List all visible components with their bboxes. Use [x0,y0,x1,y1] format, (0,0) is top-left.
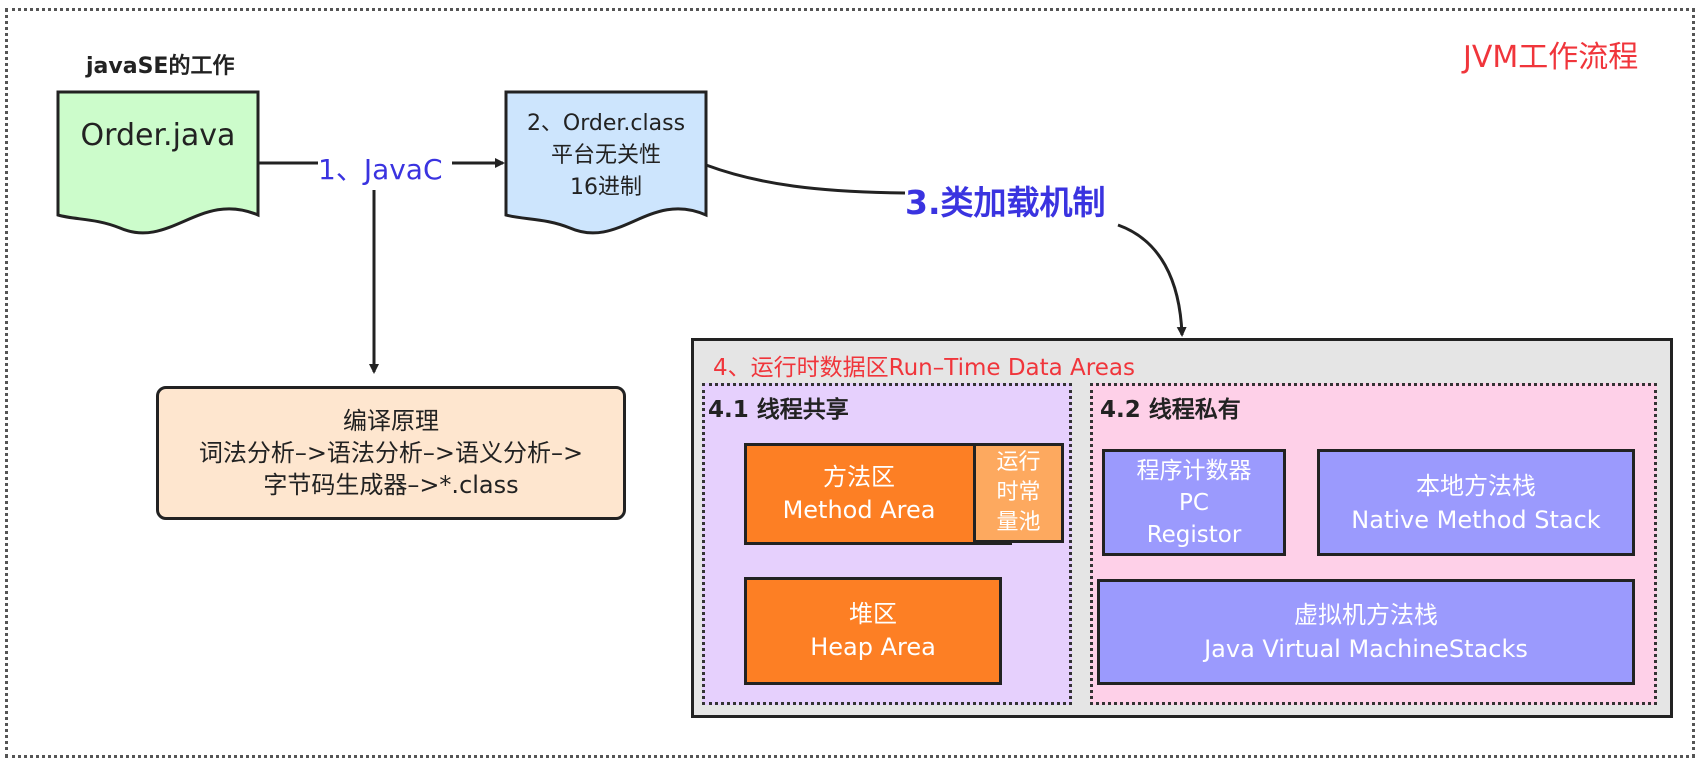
method-area-line2: Method Area [782,496,936,524]
jvm-stack-line1: 虚拟机方法栈 [1294,601,1438,629]
native-method-stack-box: 本地方法栈 Native Method Stack [1317,449,1635,556]
jvm-stack-box: 虚拟机方法栈 Java Virtual MachineStacks [1097,579,1635,685]
order-class-text: 2、Order.class 平台无关性 16进制 [506,108,706,204]
constant-pool-line2: 时常 [996,480,1041,505]
class-loading-arrow [1117,223,1187,337]
order-java-doc-shape [56,90,260,235]
class-loading-connector [705,163,906,195]
method-area-box: 方法区 Method Area [744,443,1012,545]
jvm-stack-line2: Java Virtual MachineStacks [1204,635,1528,663]
constant-pool-line1: 运行 [996,450,1041,475]
heap-line1: 堆区 [849,600,897,628]
pc-line2: PC [1179,489,1209,516]
heap-line2: Heap Area [810,633,936,661]
pc-line1: 程序计数器 [1136,457,1252,484]
order-class-doc-shape [504,90,708,235]
native-line2: Native Method Stack [1351,505,1601,534]
pc-register-box: 程序计数器 PC Registor [1102,449,1286,556]
thread-private-title: 4.2 线程私有 [1100,397,1241,423]
order-class-line3: 16进制 [570,175,642,200]
compile-line2: 词法分析–>语法分析–>语义分析–> [198,439,584,467]
javac-step-label: 1、JavaC [318,153,443,186]
pc-line3: Registor [1146,521,1242,548]
runtime-data-area-title: 4、运行时数据区Run–Time Data Areas [713,355,1135,381]
constant-pool-line3: 量池 [996,510,1041,535]
order-class-line2: 平台无关性 [550,143,661,168]
heap-area-box: 堆区 Heap Area [744,577,1002,685]
thread-shared-title: 4.1 线程共享 [708,397,849,423]
order-java-label: Order.java [80,118,236,153]
class-loading-label: 3.类加载机制 [905,183,1106,222]
method-area-line1: 方法区 [823,463,895,491]
outer-frame [5,8,1695,758]
compile-line3: 字节码生成器–>*.class [263,471,519,499]
compile-line1: 编译原理 [343,407,439,435]
native-line1: 本地方法栈 [1416,471,1536,500]
runtime-constant-pool-box: 运行 时常 量池 [973,443,1064,543]
diagram-title: JVM工作流程 [1463,40,1639,75]
order-class-line1: 2、Order.class [526,111,686,136]
compile-principle-box: 编译原理 词法分析–>语法分析–>语义分析–> 字节码生成器–>*.class [156,386,626,520]
javase-label: javaSE的工作 [86,54,235,79]
